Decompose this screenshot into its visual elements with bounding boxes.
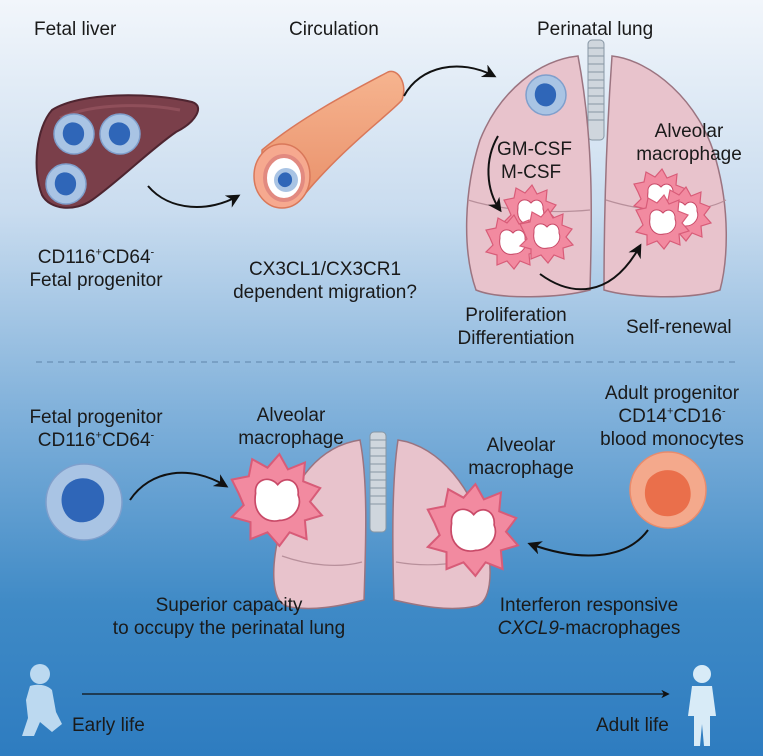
circulation-to-lung-arrow bbox=[403, 64, 497, 97]
adult-silhouette-icon bbox=[688, 665, 716, 746]
early-life-label: Early life bbox=[72, 715, 145, 736]
m-csf-label: M-CSF bbox=[501, 162, 562, 183]
fetal-cell-icon bbox=[53, 113, 95, 155]
adult-monocyte-icon bbox=[629, 451, 707, 529]
fetal-liver-title: Fetal liver bbox=[34, 19, 117, 40]
fetal-to-lung-arrow bbox=[129, 471, 229, 501]
superior-capacity-label: Superior capacity to occupy the perinata… bbox=[112, 595, 346, 639]
interferon-responsive-label: Interferon responsive CXCL9-macrophages bbox=[497, 595, 681, 639]
liver-to-circulation-arrow bbox=[147, 185, 241, 208]
fetal-progenitor-bottom-label: Fetal progenitor CD116+CD64- bbox=[29, 407, 163, 451]
fetal-liver-illustration bbox=[35, 94, 199, 209]
child-silhouette-icon bbox=[22, 664, 62, 736]
self-renewal-label: Self-renewal bbox=[626, 317, 732, 338]
right-alveolar-macrophage-label: Alveolar macrophage bbox=[468, 435, 574, 479]
perinatal-lung-title: Perinatal lung bbox=[537, 19, 654, 40]
circulation-title: Circulation bbox=[289, 19, 379, 40]
monocyte-to-lung-arrow bbox=[527, 529, 649, 557]
proliferation-differentiation-label: Proliferation Differentiation bbox=[457, 305, 575, 349]
fetal-progenitor-label: CD116+CD64- Fetal progenitor bbox=[29, 246, 163, 291]
self-renewal-arrow bbox=[539, 243, 642, 291]
perinatal-lung-illustration bbox=[465, 39, 727, 298]
blood-vessel-illustration bbox=[253, 70, 405, 209]
adult-life-label: Adult life bbox=[596, 715, 669, 736]
cxcl9-gene-name: CXCL9 bbox=[497, 618, 559, 639]
gm-csf-label: GM-CSF bbox=[497, 139, 572, 160]
differentiation-arrow bbox=[487, 135, 502, 213]
fetal-cell-icon bbox=[45, 163, 87, 205]
alveolar-macrophage-label: Alveolar macrophage bbox=[636, 121, 742, 165]
fetal-cell-icon bbox=[525, 74, 567, 116]
adult-progenitor-label: Adult progenitor CD14+CD16- blood monocy… bbox=[600, 383, 744, 450]
fetal-progenitor-cell-icon bbox=[45, 463, 123, 541]
left-alveolar-macrophage-label: Alveolar macrophage bbox=[238, 405, 344, 449]
migration-label: CX3CL1/CX3CR1 dependent migration? bbox=[233, 259, 417, 303]
fetal-cell-icon bbox=[99, 113, 141, 155]
